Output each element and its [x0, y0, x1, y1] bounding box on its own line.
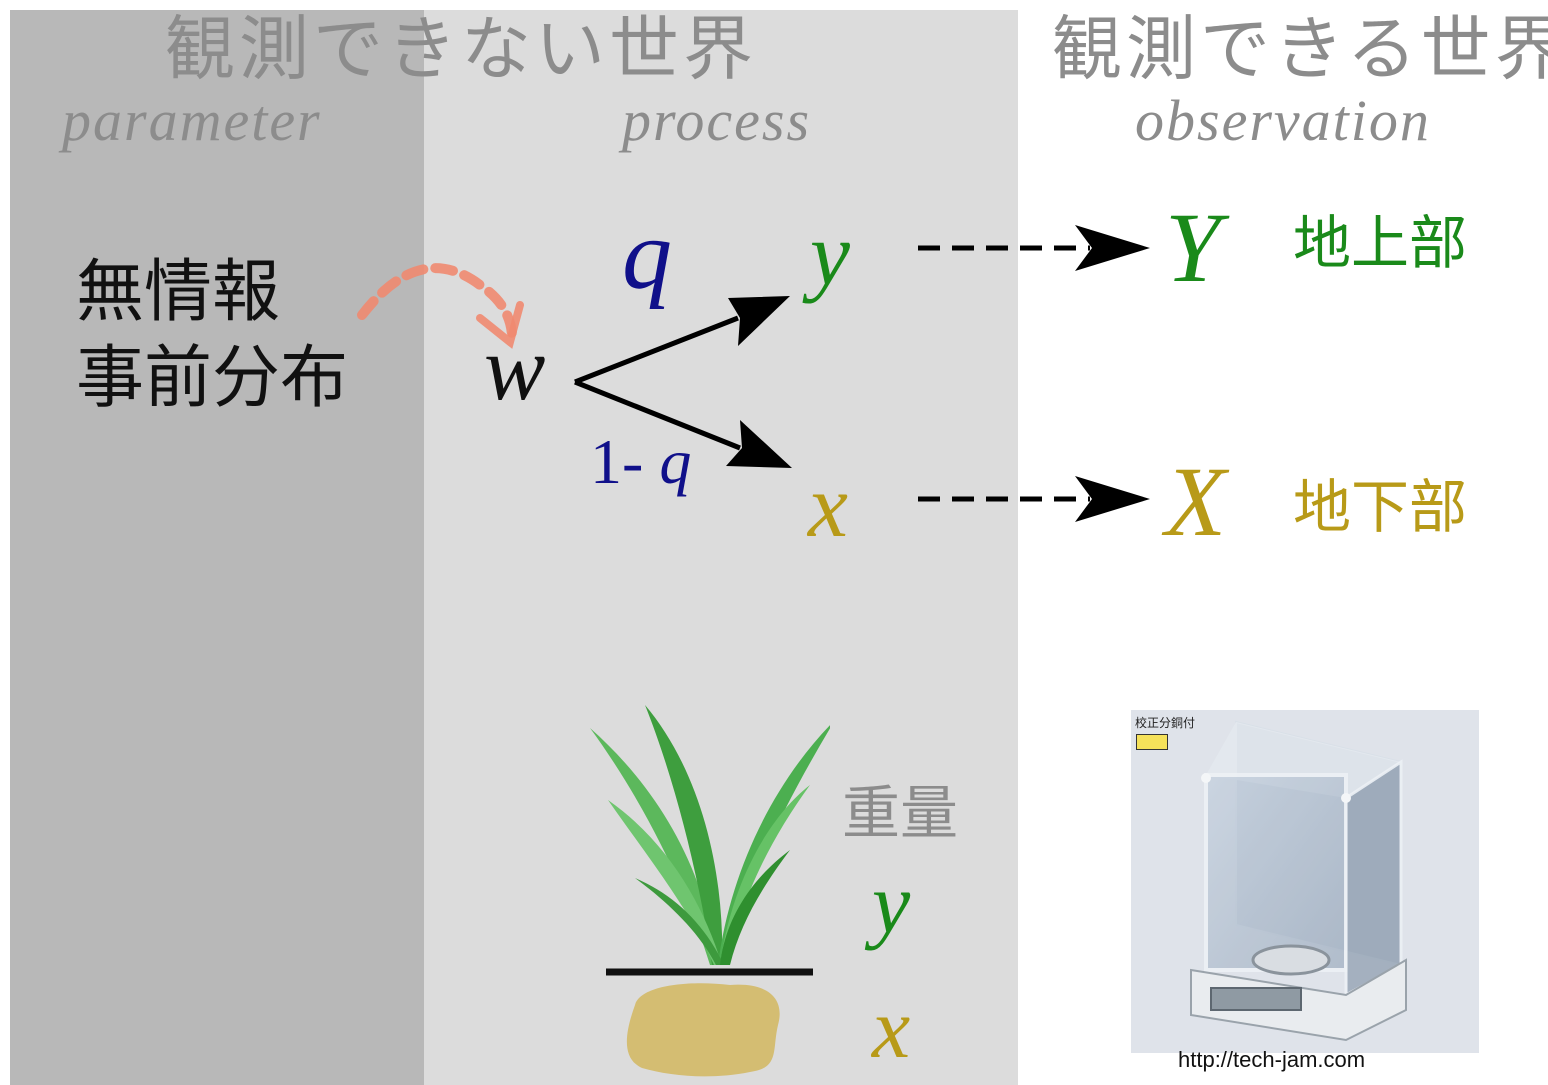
root-mass [626, 983, 780, 1077]
Y-variable: Y [1165, 192, 1221, 303]
weight-label: 重量 [842, 779, 959, 847]
weight-y-variable: y [872, 855, 911, 951]
w-to-x-line [574, 379, 741, 451]
weight-x-variable: x [872, 980, 911, 1076]
q-variable: q [622, 199, 672, 310]
observable-world-title: 観測できる世界 [1052, 8, 1548, 90]
w-to-y-arrowhead [728, 296, 790, 346]
prior-line-2: 事前分布 [76, 339, 349, 418]
photo-tag: 校正分銅付 [1135, 716, 1196, 730]
process-panel [424, 10, 1018, 1085]
plant-leaves-icon [590, 705, 830, 965]
process-heading: process [622, 88, 812, 153]
y-to-Y-arrowhead [1075, 225, 1150, 271]
photo-caption: http://tech-jam.com [1178, 1047, 1366, 1072]
balance-icon [1190, 720, 1407, 1042]
balance-photo: 校正分銅付 [1131, 710, 1479, 1053]
observation-heading: observation [1135, 88, 1431, 153]
below-ground-label: 地下部 [1293, 473, 1468, 541]
y-variable: y [810, 205, 850, 304]
prior-to-w-arrow [357, 263, 517, 340]
unobservable-world-title: 観測できない世界 [165, 8, 757, 90]
parameter-panel [10, 10, 424, 1085]
w-to-y-line [574, 315, 739, 385]
above-ground-label: 地上部 [1293, 209, 1468, 277]
photo-badge [1136, 734, 1168, 750]
w-variable: w [484, 317, 546, 419]
plant-illustration [590, 705, 830, 1077]
w-to-x-arrowhead [726, 420, 792, 468]
one-minus-q-label: 1- q [590, 426, 692, 497]
X-variable: X [1165, 446, 1227, 557]
x-to-X-arrowhead [1075, 476, 1150, 522]
x-variable: x [808, 457, 848, 556]
parameter-heading: parameter [62, 88, 322, 153]
prior-arrow-head [476, 301, 524, 349]
prior-line-1: 無情報 [76, 253, 281, 332]
